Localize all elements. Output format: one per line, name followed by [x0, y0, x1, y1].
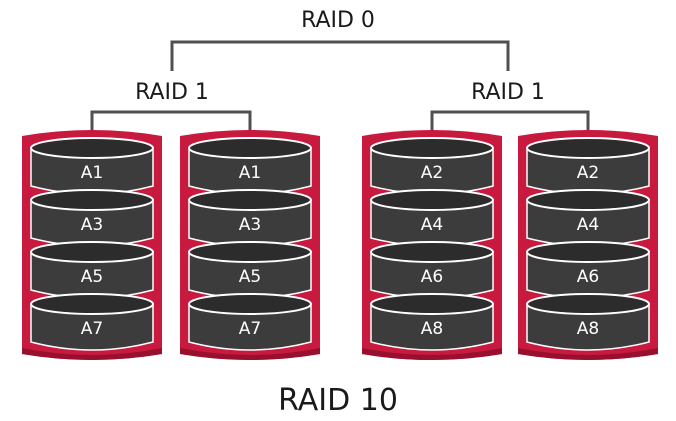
platter-top: [188, 137, 312, 159]
block-label: A4: [577, 215, 599, 235]
platter: A2: [370, 137, 494, 195]
block-label: A6: [577, 267, 599, 287]
drive-base-shadow: [362, 348, 502, 360]
drive-base-shadow: [180, 348, 320, 360]
platter: A6: [526, 241, 650, 299]
platter-top: [30, 189, 154, 211]
block-label: A8: [577, 319, 599, 339]
platter-top: [30, 137, 154, 159]
raid0-connector: [170, 40, 510, 71]
platter: A8: [526, 293, 650, 351]
raid1-left-label: RAID 1: [135, 80, 209, 105]
platter: A5: [30, 241, 154, 299]
drive-base-shadow: [22, 348, 162, 360]
platter-top: [370, 137, 494, 159]
block-label: A1: [239, 163, 261, 183]
platter-top: [188, 241, 312, 263]
block-label: A8: [421, 319, 443, 339]
block-label: A6: [421, 267, 443, 287]
block-label: A1: [81, 163, 103, 183]
block-label: A5: [81, 267, 103, 287]
platter-top: [370, 293, 494, 315]
platter-top: [526, 241, 650, 263]
platter-top: [370, 241, 494, 263]
raid1-right-label: RAID 1: [471, 80, 545, 105]
block-label: A3: [239, 215, 261, 235]
drive-base-shadow: [518, 348, 658, 360]
raid0-label: RAID 0: [301, 8, 375, 33]
platter: A4: [526, 189, 650, 247]
block-label: A2: [421, 163, 443, 183]
platter-top: [526, 189, 650, 211]
block-label: A2: [577, 163, 599, 183]
platter: A2: [526, 137, 650, 195]
platter-side: [188, 303, 312, 351]
platter-top: [30, 241, 154, 263]
block-label: A3: [81, 215, 103, 235]
platter: A6: [370, 241, 494, 299]
platter-top: [30, 293, 154, 315]
block-label: A7: [239, 319, 261, 339]
block-label: A7: [81, 319, 103, 339]
platter-top: [526, 137, 650, 159]
platter-top: [188, 293, 312, 315]
platter-side: [30, 303, 154, 351]
platter-top: [370, 189, 494, 211]
raid10-title: RAID 10: [278, 383, 398, 418]
platter: A5: [188, 241, 312, 299]
platter: A3: [30, 189, 154, 247]
platter: A1: [30, 137, 154, 195]
platter: A3: [188, 189, 312, 247]
platter-side: [370, 303, 494, 351]
platter-top: [526, 293, 650, 315]
platter: A1: [188, 137, 312, 195]
platter: A7: [188, 293, 312, 351]
platter: A8: [370, 293, 494, 351]
platter-side: [526, 303, 650, 351]
block-label: A4: [421, 215, 443, 235]
platter-top: [188, 189, 312, 211]
block-label: A5: [239, 267, 261, 287]
platter: A7: [30, 293, 154, 351]
platter: A4: [370, 189, 494, 247]
